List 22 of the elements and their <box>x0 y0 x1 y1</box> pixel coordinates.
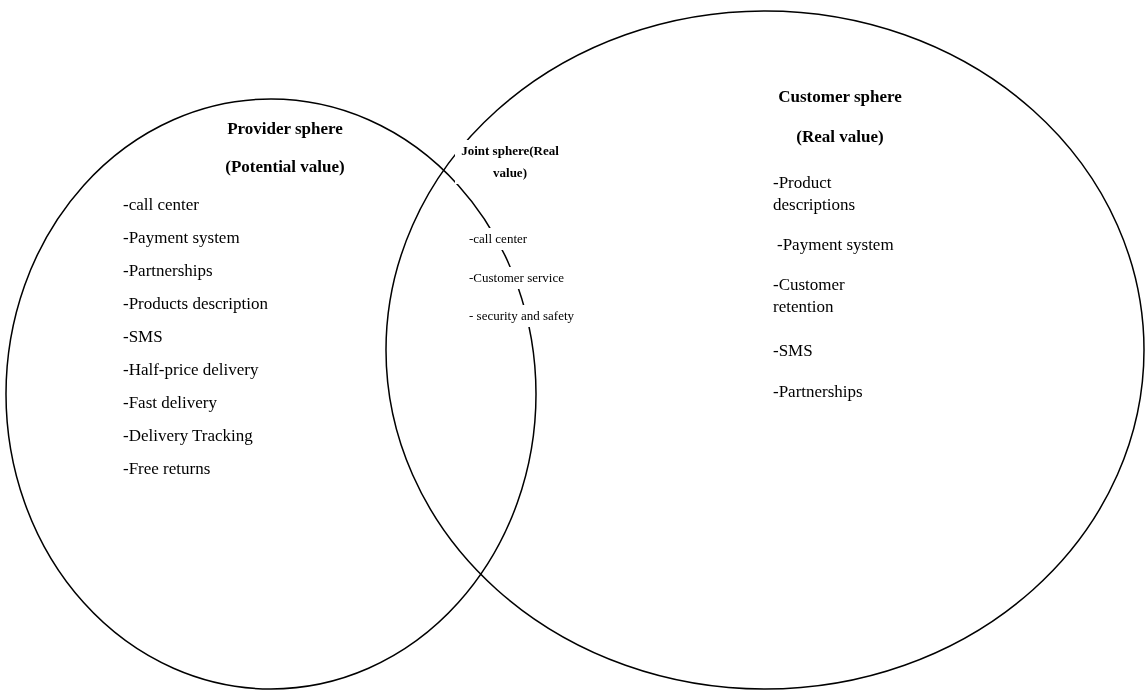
list-item: -Product descriptions <box>773 172 857 216</box>
sphere-heading: (Real value) <box>795 126 885 148</box>
list-item: -Fast delivery <box>123 392 217 414</box>
sphere-heading: Customer sphere <box>777 86 903 108</box>
list-item: -Delivery Tracking <box>123 425 253 447</box>
list-item: -Partnerships <box>123 260 213 282</box>
sphere-heading: Provider sphere <box>226 118 344 140</box>
list-item: -call center <box>469 228 528 250</box>
list-item: -Payment system <box>123 227 240 249</box>
list-item: -SMS <box>123 326 163 348</box>
list-item: -Products description <box>123 293 268 315</box>
list-item: -Customer service <box>469 267 564 289</box>
list-item: -call center <box>123 194 199 216</box>
list-item: - security and safety <box>469 305 575 327</box>
list-item: -Partnerships <box>773 381 864 403</box>
sphere-heading: (Potential value) <box>224 156 346 178</box>
list-item: -Payment system <box>777 234 895 256</box>
list-item: -SMS <box>773 340 814 362</box>
list-item: -Free returns <box>123 458 211 480</box>
sphere-circle <box>385 10 1145 690</box>
list-item: -Half-price delivery <box>123 359 259 381</box>
list-item: -Customer retention <box>773 274 846 318</box>
